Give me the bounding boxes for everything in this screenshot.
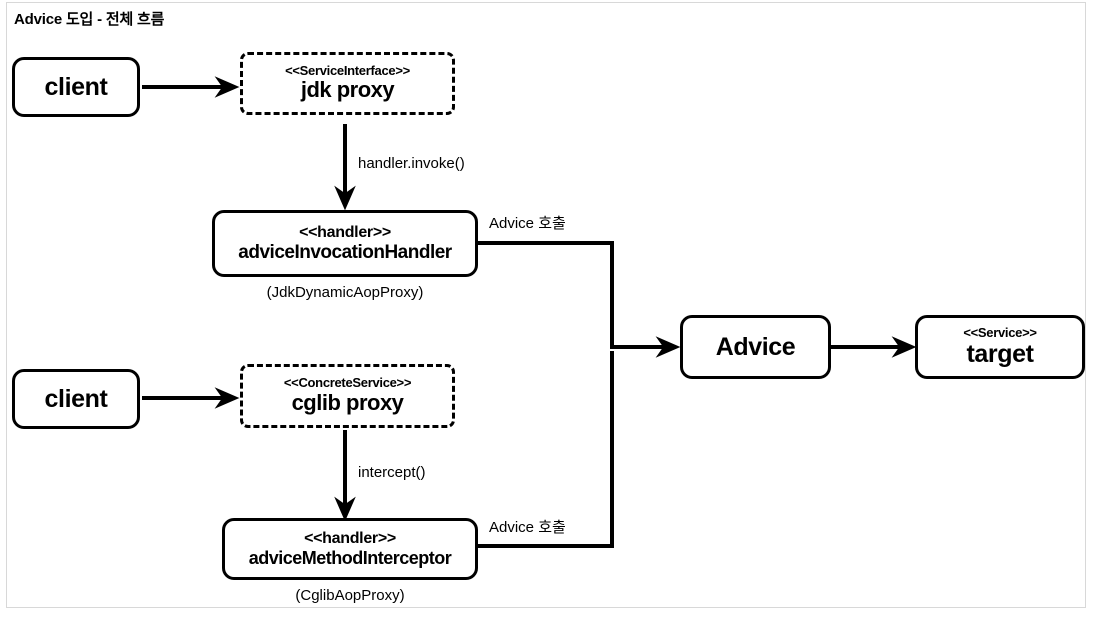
node-label: cglib proxy	[291, 389, 404, 415]
edge-label-advice-call-bottom: Advice 호출	[489, 519, 566, 536]
node-target[interactable]: <<Service>> target	[915, 315, 1085, 379]
node-stereotype: <<handler>>	[304, 529, 396, 547]
caption-jdk-dynamic-aop-proxy: (JdkDynamicAopProxy)	[266, 284, 424, 301]
node-stereotype: <<Service>>	[963, 324, 1037, 340]
edge-label-advice-call-top: Advice 호출	[489, 215, 566, 232]
node-label: target	[966, 340, 1034, 369]
node-client-top[interactable]: client	[12, 57, 140, 117]
node-client-bottom[interactable]: client	[12, 369, 140, 429]
diagram-title: Advice 도입 - 전체 흐름	[14, 11, 165, 28]
caption-cglib-aop-proxy: (CglibAopProxy)	[295, 587, 405, 604]
edge-label-intercept: intercept()	[358, 464, 426, 481]
node-label: jdk proxy	[300, 77, 395, 103]
node-advice[interactable]: Advice	[680, 315, 831, 379]
node-label: adviceInvocationHandler	[238, 241, 452, 263]
edge-label-handler-invoke: handler.invoke()	[358, 155, 465, 172]
node-jdk-proxy[interactable]: <<ServiceInterface>> jdk proxy	[240, 52, 455, 115]
node-label: client	[44, 73, 108, 101]
node-label: Advice	[715, 333, 796, 361]
node-advice-method-interceptor[interactable]: <<handler>> adviceMethodInterceptor	[222, 518, 478, 580]
node-stereotype: <<ConcreteService>>	[283, 375, 412, 391]
node-label: client	[44, 385, 108, 413]
node-label: adviceMethodInterceptor	[248, 547, 452, 568]
node-stereotype: <<handler>>	[299, 223, 391, 241]
node-stereotype: <<ServiceInterface>>	[285, 62, 410, 78]
node-advice-invocation-handler[interactable]: <<handler>> adviceInvocationHandler	[212, 210, 478, 277]
node-cglib-proxy[interactable]: <<ConcreteService>> cglib proxy	[240, 364, 455, 428]
